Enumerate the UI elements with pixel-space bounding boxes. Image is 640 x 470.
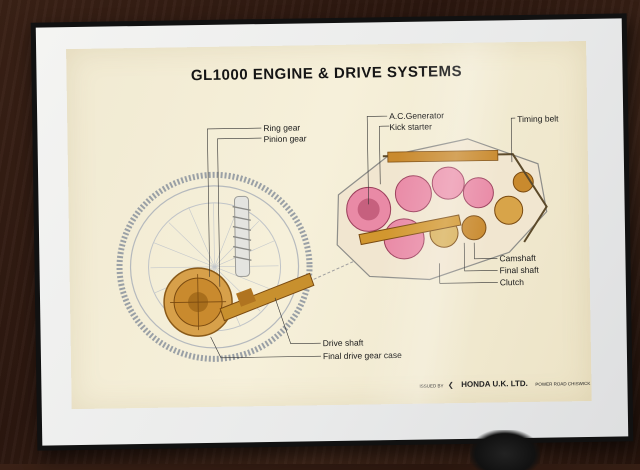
label-final-shaft: Final shaft <box>499 264 539 276</box>
leader-lines <box>207 115 516 359</box>
label-final-drive-gear-case: Final drive gear case <box>322 349 402 362</box>
issuer-department: POWER ROAD CHISWICK <box>535 380 591 387</box>
final-drive-gear-case-icon <box>163 267 233 337</box>
label-drive-shaft: Drive shaft <box>322 337 364 349</box>
honda-wing-icon: ❮ <box>447 382 454 390</box>
label-kick-starter: Kick starter <box>389 121 432 133</box>
issuer-brand: HONDA U.K. LTD. <box>461 378 528 389</box>
shoe-shadow <box>470 430 540 470</box>
engine-drive-illustration <box>116 115 548 362</box>
label-timing-belt: Timing belt <box>517 113 559 125</box>
label-clutch: Clutch <box>499 276 524 288</box>
shock-absorber-icon <box>232 195 252 277</box>
issued-by-text: ISSUED BY <box>419 383 444 389</box>
label-ac-generator: A.C.Generator <box>389 110 445 122</box>
label-camshaft: Camshaft <box>499 252 536 264</box>
picture-frame: GL1000 ENGINE & DRIVE SYSTEMS Ring gear … <box>30 13 634 451</box>
label-pinion-gear: Pinion gear <box>263 133 307 145</box>
poster: GL1000 ENGINE & DRIVE SYSTEMS Ring gear … <box>66 40 592 410</box>
frame-mat: GL1000 ENGINE & DRIVE SYSTEMS Ring gear … <box>35 18 629 446</box>
engine-block-icon <box>336 138 548 281</box>
label-ring-gear: Ring gear <box>263 122 301 134</box>
issuer-line: ISSUED BY ❮ HONDA U.K. LTD. POWER ROAD C… <box>419 372 590 393</box>
